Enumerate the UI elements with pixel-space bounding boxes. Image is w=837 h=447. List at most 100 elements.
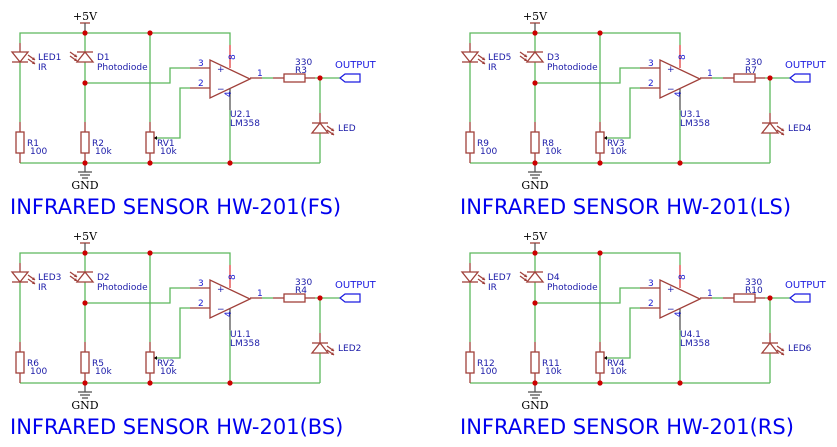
pin-4: 4 — [224, 311, 234, 317]
emission-arrows-icon — [27, 274, 36, 285]
output-port-icon — [789, 73, 811, 83]
emission-arrows-icon — [477, 274, 486, 285]
photodiode-icon — [525, 270, 545, 283]
junction-dot — [147, 160, 153, 166]
resistor-icon — [80, 351, 90, 374]
resistor-icon — [15, 351, 25, 374]
ir-led-ref: LED3 — [38, 273, 61, 283]
r-out-ref: R7 — [745, 66, 757, 76]
pin-2: 2 — [198, 299, 204, 309]
r-out-value: 330 — [295, 58, 312, 68]
junction-dot — [82, 250, 88, 256]
r-pd-value: 10k — [95, 147, 112, 157]
rv-value: 10k — [160, 147, 177, 157]
minus-sign: − — [667, 305, 675, 315]
output-label: OUTPUT — [335, 60, 377, 71]
minus-sign: − — [667, 85, 675, 95]
emission-arrows-icon — [477, 54, 486, 65]
circuit-title: INFRARED SENSOR HW-201(BS) — [10, 415, 343, 439]
junction-dot — [227, 160, 233, 166]
junction-dot — [532, 300, 538, 306]
light-arrows-icon — [519, 51, 528, 62]
opamp-icon — [209, 58, 252, 100]
ground-icon — [528, 391, 542, 399]
output-label: OUTPUT — [785, 60, 827, 71]
resistor-icon — [465, 351, 475, 374]
photodiode-ref: D1 — [97, 53, 110, 63]
output-port-icon — [339, 293, 361, 303]
ir-led-ref: LED5 — [488, 53, 511, 63]
junction-dot — [82, 80, 88, 86]
gnd-label: GND — [71, 179, 98, 192]
opamp-ref: U1.1 — [230, 330, 251, 340]
pin-4: 4 — [674, 311, 684, 317]
opamp-value: LM358 — [680, 119, 710, 129]
r-led-value: 100 — [30, 147, 47, 157]
photodiode-value: Photodiode — [547, 283, 598, 293]
potentiometer-icon — [595, 351, 605, 374]
light-arrows-icon — [519, 271, 528, 282]
pin-1: 1 — [257, 69, 263, 79]
rv-ref: RV3 — [607, 139, 625, 149]
vcc-rail — [19, 252, 231, 265]
r-led-ref: R9 — [477, 139, 489, 149]
indicator-led-ref: LED — [338, 124, 356, 134]
r-led-ref: R1 — [27, 139, 39, 149]
junction-dot — [532, 80, 538, 86]
junction-dot — [532, 30, 538, 36]
r-out-ref: R3 — [295, 66, 307, 76]
r-out-ref: R4 — [295, 286, 307, 296]
ir-led-icon — [10, 271, 30, 284]
pin-8: 8 — [228, 54, 238, 60]
output-port-icon — [789, 293, 811, 303]
photodiode-icon — [75, 270, 95, 283]
ir-led-value: IR — [38, 283, 47, 293]
r-out-ref: R10 — [745, 286, 763, 296]
wires — [19, 32, 340, 164]
junction-dot — [147, 250, 153, 256]
pin-2: 2 — [648, 299, 654, 309]
indicator-led-icon — [760, 341, 780, 354]
pin-3: 3 — [198, 279, 204, 289]
pin-8: 8 — [678, 274, 688, 280]
photodiode-ref: D2 — [97, 273, 110, 283]
vcc-label: +5V — [73, 10, 98, 23]
pin-8: 8 — [678, 54, 688, 60]
junction-dot — [677, 160, 683, 166]
r-out-value: 330 — [745, 278, 762, 288]
circuit-title: INFRARED SENSOR HW-201(LS) — [460, 195, 791, 219]
photodiode-value: Photodiode — [97, 63, 148, 73]
r-pd-ref: R5 — [92, 359, 104, 369]
ir-led-icon — [10, 51, 30, 64]
junction-dot — [532, 380, 538, 386]
indicator-led-ref: LED4 — [788, 124, 812, 134]
junction-dot — [597, 160, 603, 166]
junction-dot — [147, 380, 153, 386]
opamp-ref: U4.1 — [680, 330, 701, 340]
plus-sign: + — [217, 65, 225, 75]
r-pd-value: 10k — [95, 367, 112, 377]
gnd-label: GND — [521, 179, 548, 192]
circuit-3: +5VGNDLED3IRD2PhotodiodeR6100R510kRV210k… — [10, 230, 377, 439]
rv-ref: RV4 — [607, 359, 625, 369]
pin-2: 2 — [198, 79, 204, 89]
r-led-value: 100 — [480, 147, 497, 157]
emission-arrows-icon — [27, 54, 36, 65]
emission-arrows-icon — [776, 125, 785, 136]
ir-led-icon — [460, 271, 480, 284]
r-out-value: 330 — [295, 278, 312, 288]
junction-dot — [677, 380, 683, 386]
r-pd-value: 10k — [545, 367, 562, 377]
plus-sign: + — [667, 285, 675, 295]
r-pd-ref: R8 — [542, 139, 554, 149]
r-led-ref: R12 — [477, 359, 495, 369]
ground-icon — [528, 171, 542, 179]
pin-3: 3 — [648, 279, 654, 289]
junction-dot — [317, 75, 323, 81]
resistor-icon — [530, 351, 540, 374]
indicator-led-icon — [310, 121, 330, 134]
junction-dot — [767, 75, 773, 81]
r-pd-ref: R2 — [92, 139, 104, 149]
photodiode-ref: D4 — [547, 273, 560, 283]
junction-dot — [597, 380, 603, 386]
